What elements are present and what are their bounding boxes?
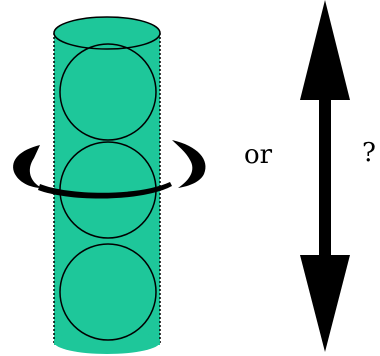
cylinder-body: [54, 33, 160, 345]
vertical-double-arrow: [300, 0, 350, 352]
arrow-head-up: [300, 0, 350, 100]
sphere-top: [59, 43, 157, 141]
rotation-arrow-band: [38, 182, 172, 199]
rotation-arrow-left-head: [13, 145, 42, 188]
question-mark: ?: [362, 138, 376, 168]
or-connector-text: or: [244, 140, 273, 170]
cylinder-bottom-ellipse: [54, 330, 160, 354]
rotation-arrow-right-head: [172, 140, 206, 188]
arrow-shaft: [319, 95, 331, 265]
sphere-bottom: [59, 243, 157, 341]
cylinder-top-ellipse: [53, 16, 161, 50]
cylinder: [53, 16, 161, 354]
arrow-head-down: [300, 255, 350, 352]
